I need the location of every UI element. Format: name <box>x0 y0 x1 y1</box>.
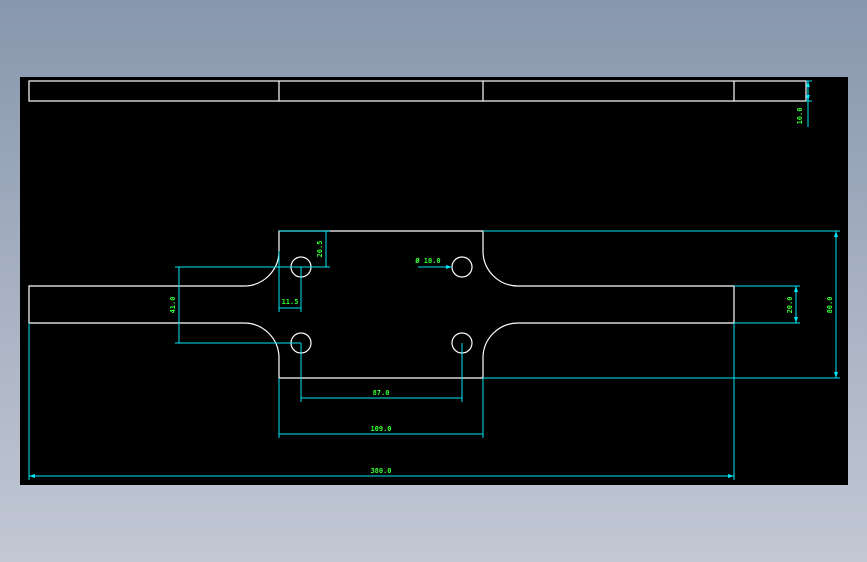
dim-plate-height: 80.0 <box>483 230 840 379</box>
dim-text: 80.0 <box>826 297 834 314</box>
dim-arm-width: 20.0 <box>734 285 800 324</box>
dim-title-block-height: 10.0 <box>796 80 812 127</box>
dim-center-width: 109.0 <box>278 378 484 438</box>
title-block <box>28 80 807 102</box>
title-block-frame <box>28 80 807 102</box>
dim-text: Ø 10.0 <box>414 257 440 265</box>
mounting-hole <box>451 256 473 278</box>
dim-hole-pitch-horizontal: 87.0 <box>300 343 463 402</box>
dim-text: 87.0 <box>373 389 390 397</box>
dim-text: 109.0 <box>370 425 391 433</box>
dim-text: 41.0 <box>169 297 177 314</box>
dim-text: 11.5 <box>282 298 299 306</box>
dim-hole-x-offset: 11.5 <box>278 251 302 312</box>
cad-viewport[interactable] <box>20 77 848 485</box>
dim-hole-diameter: Ø 10.0 <box>414 257 452 269</box>
dim-top-hole-offset: 20.5 <box>279 230 330 268</box>
part-outline <box>28 230 735 379</box>
dim-text: 380.0 <box>370 467 391 475</box>
dim-text: 10.0 <box>796 108 804 125</box>
dim-text: 20.0 <box>786 297 794 314</box>
dim-overall-length: 380.0 <box>28 323 735 480</box>
dim-text: 20.5 <box>316 241 324 258</box>
dim-hole-pitch-vertical: 41.0 <box>169 266 301 344</box>
